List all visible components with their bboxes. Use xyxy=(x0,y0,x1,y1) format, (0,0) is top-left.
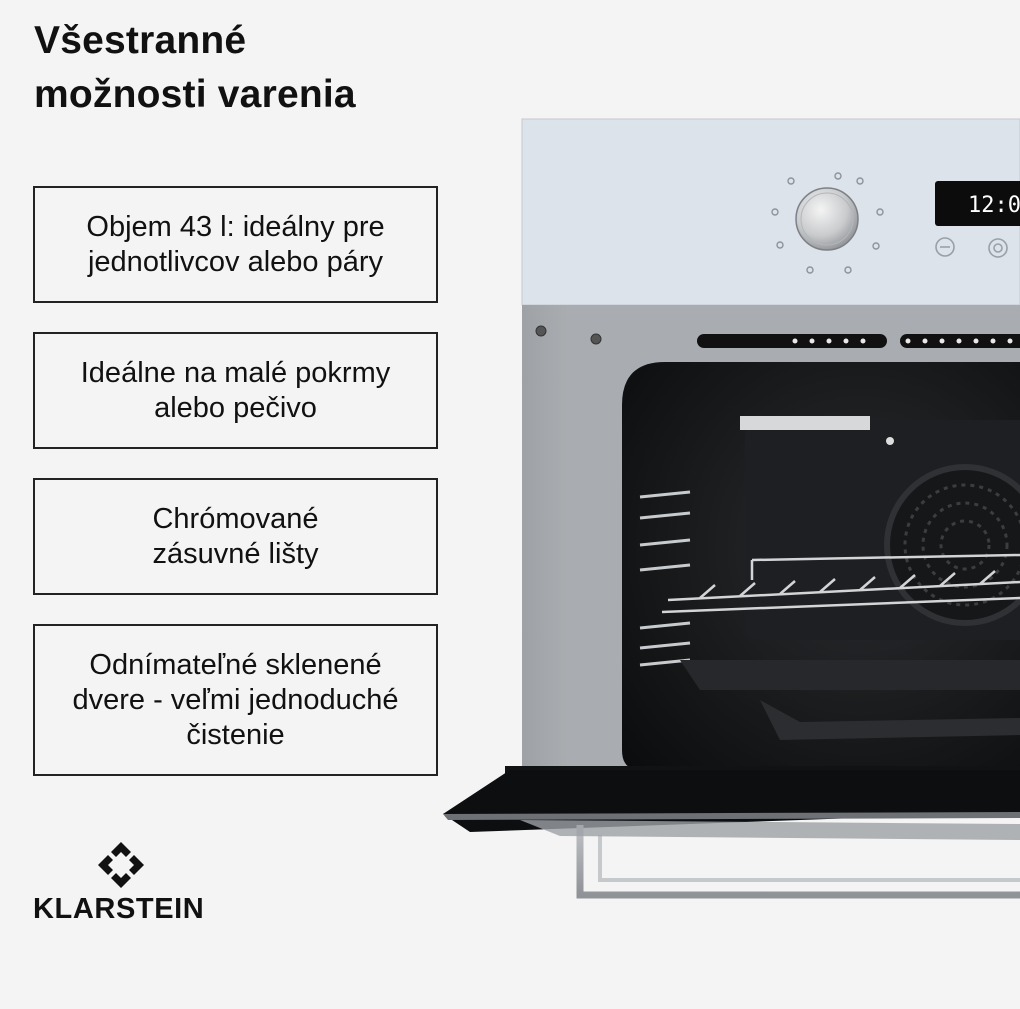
feature-text: Odnímateľné sklenené dvere - veľmi jedno… xyxy=(72,648,398,753)
display-time: 12:00 xyxy=(968,193,1020,218)
feature-line: Objem 43 l: ideálny pre xyxy=(86,210,385,243)
feature-text: Objem 43 l: ideálny pre jednotlivcov ale… xyxy=(86,210,384,280)
feature-box-chrome-rails: Chrómované zásuvné lišty xyxy=(33,478,438,595)
feature-line: alebo pečivo xyxy=(154,391,317,424)
page-title: Všestranné možnosti varenia xyxy=(34,14,494,122)
feature-line: Ideálne na malé pokrmy xyxy=(80,356,391,389)
feature-line: Odnímateľné sklenené xyxy=(89,648,382,681)
feature-box-removable-glass: Odnímateľné sklenené dvere - veľmi jedno… xyxy=(33,624,438,776)
wire-rack xyxy=(661,553,1020,614)
title-line-1: Všestranné xyxy=(34,19,247,62)
klarstein-logo-icon xyxy=(98,842,144,888)
feature-text: Chrómované zásuvné lišty xyxy=(152,502,318,572)
feature-line: zásuvné lišty xyxy=(152,537,319,570)
feature-line: Chrómované xyxy=(152,502,319,535)
door-handle xyxy=(576,825,1020,899)
mode-icons xyxy=(771,172,884,274)
touch-buttons xyxy=(935,237,1008,258)
brand-name: KLARSTEIN xyxy=(33,893,205,925)
feature-line: dvere - veľmi jednoduché xyxy=(72,683,399,716)
feature-line: čistenie xyxy=(186,718,285,751)
clock-display xyxy=(935,181,1020,226)
oven-illustration: 12:00 xyxy=(443,118,1020,899)
vent-slot xyxy=(697,334,887,348)
feature-text: Ideálne na malé pokrmy alebo pečivo xyxy=(81,356,391,426)
feature-box-volume: Objem 43 l: ideálny pre jednotlivcov ale… xyxy=(33,186,438,303)
title-line-2: možnosti varenia xyxy=(34,73,356,116)
feature-box-small-dishes: Ideálne na malé pokrmy alebo pečivo xyxy=(33,332,438,449)
feature-line: jednotlivcov alebo páry xyxy=(87,245,383,278)
mode-knob xyxy=(795,187,859,251)
